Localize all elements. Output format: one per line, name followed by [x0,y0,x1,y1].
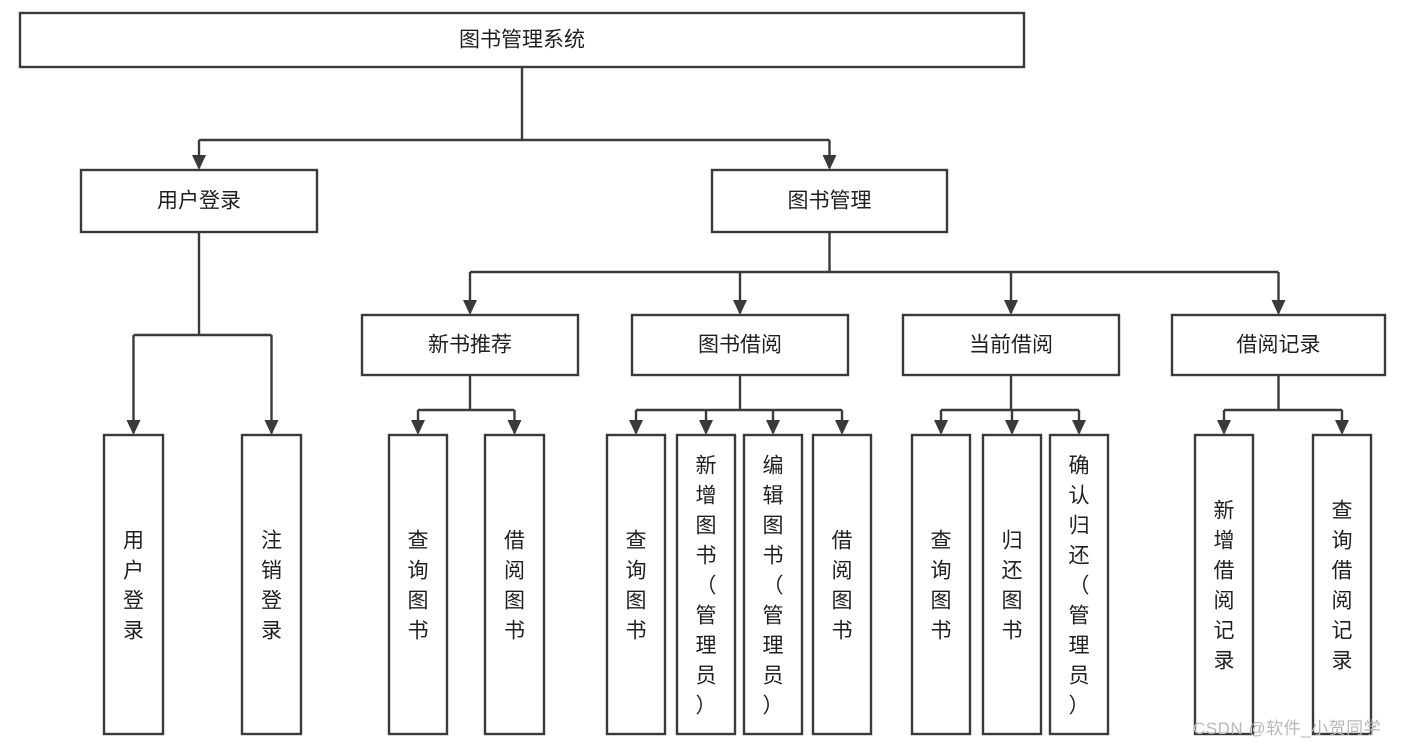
node-leaf-borrow-book-rec[interactable]: 借阅图书 [483,433,546,736]
node-leaf-query-book-rec[interactable]: 查询图书 [387,433,449,736]
node-leaf-confirm-return-label: 确认归还（管理员） [1069,454,1090,717]
node-leaf-borrow-book[interactable]: 借阅图书 [811,433,873,736]
arrow-head-icon [264,420,279,435]
node-leaf-borrow-book-rec-box[interactable] [483,433,546,736]
node-user-login-box[interactable] [79,168,319,234]
arrow-head-icon [463,300,477,315]
arrow-head-icon [629,420,643,435]
node-leaf-query-book-rec-box[interactable] [387,433,449,736]
node-leaf-add-record[interactable]: 新增借阅记录 [1193,433,1255,736]
node-leaf-query-record[interactable]: 查询借阅记录 [1311,433,1373,736]
node-leaf-query-book-cur-box[interactable] [910,433,972,736]
arrow-head-icon [934,420,948,435]
node-new-book-recommend-label: 新书推荐 [428,334,512,357]
node-borrow-record[interactable]: 借阅记录 [1170,313,1387,377]
node-root-system-box[interactable] [18,11,1026,69]
node-leaf-query-book-cur-label: 查询图书 [931,529,952,642]
arrow-head-icon [1072,420,1086,435]
arrow-head-icon [733,300,747,315]
node-root-system[interactable]: 图书管理系统 [18,11,1026,69]
node-book-manage-label: 图书管理 [788,190,872,213]
arrow-head-icon [411,420,425,435]
arrow-head-icon [1217,420,1231,435]
node-leaf-query-record-label: 查询借阅记录 [1332,499,1353,672]
arrow-head-icon [1271,300,1286,315]
node-leaf-confirm-return-box[interactable] [1048,433,1110,736]
node-leaf-user-login[interactable]: 用户登录 [102,433,165,736]
nodes-layer: 图书管理系统用户登录图书管理新书推荐图书借阅当前借阅借阅记录用户登录注销登录查询… [18,11,1387,736]
arrow-head-icon [507,420,522,435]
node-current-borrow[interactable]: 当前借阅 [901,313,1121,377]
node-leaf-confirm-return[interactable]: 确认归还（管理员） [1048,433,1110,736]
node-book-manage-box[interactable] [710,168,949,234]
node-book-borrow-label: 图书借阅 [698,334,782,357]
node-book-borrow[interactable]: 图书借阅 [630,313,850,377]
arrow-head-icon [835,420,849,435]
arrow-head-icon [766,420,780,435]
node-leaf-user-login-box[interactable] [102,433,165,736]
node-leaf-return-book[interactable]: 归还图书 [981,433,1043,736]
node-leaf-query-book-rec-label: 查询图书 [408,529,429,642]
node-leaf-logout-label: 注销登录 [261,529,282,642]
node-leaf-edit-book-label: 编辑图书（管理员） [763,454,784,717]
connectors-layer [126,67,1349,435]
node-leaf-add-record-box[interactable] [1193,433,1255,736]
node-leaf-borrow-book-rec-label: 借阅图书 [504,529,525,642]
arrow-head-icon [1335,420,1349,435]
node-leaf-logout-box[interactable] [240,433,303,736]
node-leaf-add-record-label: 新增借阅记录 [1214,499,1235,672]
node-leaf-query-book-borrow-box[interactable] [605,433,667,736]
node-current-borrow-box[interactable] [901,313,1121,377]
arrow-head-icon [822,155,837,170]
node-leaf-borrow-book-box[interactable] [811,433,873,736]
node-leaf-edit-book[interactable]: 编辑图书（管理员） [742,433,804,736]
node-leaf-query-book-borrow[interactable]: 查询图书 [605,433,667,736]
arrow-head-icon [1005,420,1019,435]
node-leaf-add-book[interactable]: 新增图书（管理员） [675,433,737,736]
node-user-login[interactable]: 用户登录 [79,168,319,234]
node-leaf-edit-book-box[interactable] [742,433,804,736]
node-leaf-query-record-box[interactable] [1311,433,1373,736]
node-new-book-recommend-box[interactable] [360,313,580,377]
node-borrow-record-box[interactable] [1170,313,1387,377]
node-book-borrow-box[interactable] [630,313,850,377]
node-current-borrow-label: 当前借阅 [969,334,1053,357]
arrow-head-icon [1004,300,1018,315]
node-root-system-label: 图书管理系统 [459,29,585,52]
node-leaf-add-book-box[interactable] [675,433,737,736]
node-borrow-record-label: 借阅记录 [1237,334,1321,357]
node-book-manage[interactable]: 图书管理 [710,168,949,234]
node-leaf-logout[interactable]: 注销登录 [240,433,303,736]
node-new-book-recommend[interactable]: 新书推荐 [360,313,580,377]
node-leaf-return-book-label: 归还图书 [1002,529,1023,642]
arrow-head-icon [126,420,141,435]
node-leaf-borrow-book-label: 借阅图书 [832,529,853,642]
arrow-head-icon [192,155,206,170]
node-leaf-query-book-cur[interactable]: 查询图书 [910,433,972,736]
node-leaf-return-book-box[interactable] [981,433,1043,736]
node-leaf-add-book-label: 新增图书（管理员） [696,454,717,717]
node-user-login-label: 用户登录 [157,190,241,213]
node-leaf-query-book-borrow-label: 查询图书 [626,529,647,642]
arrow-head-icon [699,420,713,435]
node-leaf-user-login-label: 用户登录 [123,529,144,642]
